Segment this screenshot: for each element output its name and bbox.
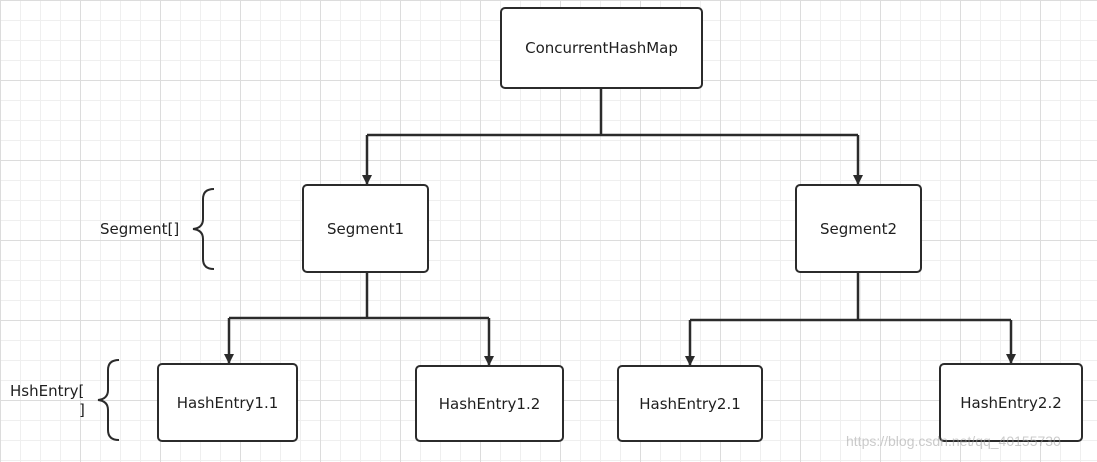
hashentry-1-1-label: HashEntry1.1 xyxy=(176,393,279,412)
segment1-label: Segment1 xyxy=(326,219,405,238)
hashentry-2-1-label: HashEntry2.1 xyxy=(639,394,741,413)
segment-array-label: Segment[] xyxy=(100,220,180,238)
concurrenthashmap-label: ConcurrentHashMap xyxy=(525,39,678,57)
entry-array-brace xyxy=(97,359,120,441)
concurrenthashmap-node: ConcurrentHashMap xyxy=(500,7,703,89)
entry-array-label-line2: ] xyxy=(79,401,85,419)
hashentry-2-1-node: HashEntry2.1 xyxy=(617,365,763,442)
hashentry-2-2-label: HashEntry2.2 xyxy=(960,393,1062,412)
hashentry-2-2-node: HashEntry2.2 xyxy=(939,363,1083,442)
entry-array-label-line1: HshEntry[ xyxy=(10,382,85,400)
segment2-label: Segment2 xyxy=(819,219,898,238)
hashentry-1-2-node: HashEntry1.2 xyxy=(415,365,564,442)
hashentry-1-1-node: HashEntry1.1 xyxy=(157,363,298,442)
hashentry-1-2-label: HashEntry1.2 xyxy=(438,394,541,413)
watermark-text: https://blog.csdn.net/qq_40155730 xyxy=(846,433,1061,449)
segment2-node: Segment2 xyxy=(795,184,922,273)
segment-array-brace xyxy=(192,188,215,270)
segment1-node: Segment1 xyxy=(302,184,429,273)
